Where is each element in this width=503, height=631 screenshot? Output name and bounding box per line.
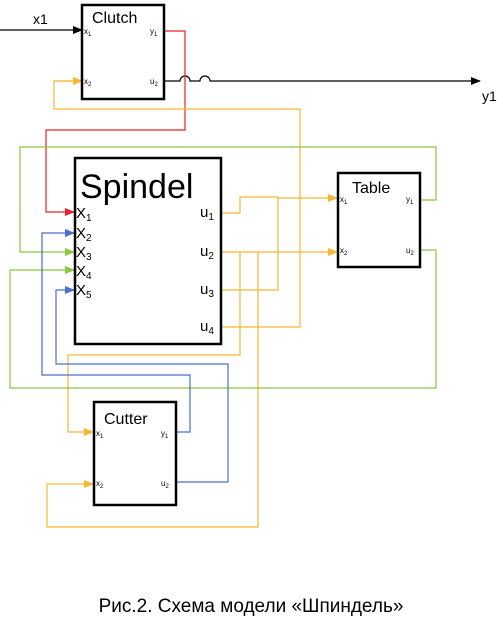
svg-text:u1: u1 — [200, 204, 214, 223]
svg-text:X5: X5 — [76, 282, 92, 301]
signal-output-label: y1 — [482, 88, 497, 104]
wire-green-table-u2 — [9, 249, 437, 389]
wire-orange-table-x1 — [220, 194, 338, 214]
svg-text:u4: u4 — [200, 318, 214, 337]
svg-text:X1: X1 — [76, 205, 92, 224]
wire-red-clutch-y1 — [45, 30, 186, 216]
svg-text:X2: X2 — [76, 225, 92, 244]
svg-text:x2: x2 — [96, 479, 104, 490]
wire-orange-clutch-x2 — [53, 80, 301, 328]
wire-blue-cutter-y1 — [41, 229, 191, 433]
svg-text:u2: u2 — [406, 246, 414, 257]
cutter-block: Cutter x1 x2 y1 u2 — [92, 400, 178, 507]
svg-text:X4: X4 — [76, 263, 92, 282]
svg-text:u2: u2 — [161, 479, 169, 490]
svg-text:u2: u2 — [150, 77, 158, 88]
svg-text:x1: x1 — [84, 27, 92, 38]
clutch-block: Clutch x1 x2 y1 u2 — [80, 3, 166, 101]
signal-input-label: x1 — [33, 11, 48, 27]
svg-text:y1: y1 — [406, 195, 414, 206]
table-block: Table x1 x2 y1 u2 — [336, 171, 422, 269]
svg-text:y1: y1 — [150, 27, 158, 38]
wire-output-y1 — [165, 75, 481, 85]
svg-text:x1: x1 — [340, 195, 348, 206]
table-title: Table — [352, 180, 390, 197]
wire-orange-u3 — [220, 197, 279, 291]
wire-orange-cutter-x1b — [67, 252, 241, 436]
svg-text:y1: y1 — [161, 429, 169, 440]
clutch-title: Clutch — [92, 10, 137, 27]
svg-text:x1: x1 — [96, 429, 104, 440]
figure-caption: Рис.2. Схема модели «Шпиндель» — [99, 596, 404, 617]
spindel-block: Spindel X1 X2 X3 X4 X5 u1 u2 u3 u4 — [73, 156, 223, 346]
svg-text:u3: u3 — [200, 281, 214, 300]
svg-text:x2: x2 — [84, 77, 92, 88]
wire-orange-cutter-x1 — [46, 252, 259, 528]
spindel-title: Spindel — [80, 168, 193, 206]
svg-text:u2: u2 — [200, 243, 214, 262]
wire-blue-cutter-u2 — [55, 286, 229, 483]
svg-text:x2: x2 — [340, 246, 348, 257]
svg-text:X3: X3 — [76, 244, 92, 263]
wire-green-table-y1 — [19, 146, 437, 256]
cutter-title: Cutter — [104, 411, 148, 428]
